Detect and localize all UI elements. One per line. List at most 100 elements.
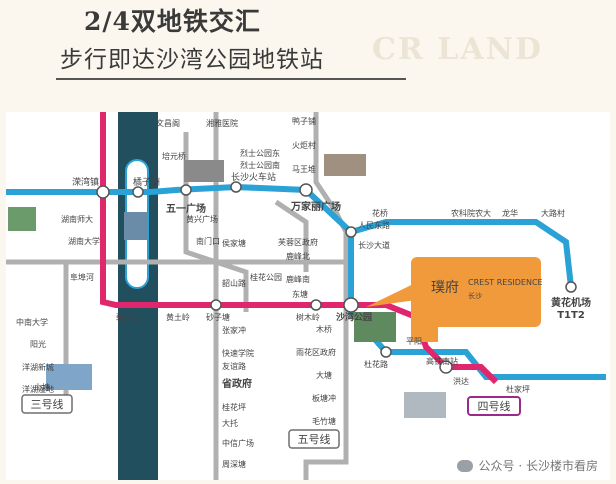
label-lufengnan: 鹿峰南 — [286, 274, 310, 284]
station-marker-yingwanzhen — [96, 185, 110, 199]
wanjiali-photo — [324, 154, 366, 176]
airport-terminal: T1T2 — [557, 310, 585, 321]
title-underline — [56, 78, 406, 80]
station-marker-juzizhou — [132, 186, 144, 198]
wechat-icon — [456, 459, 473, 472]
label-lieshidong: 烈士公园东 — [240, 148, 280, 158]
page-subtitle: 步行即达沙湾公园地铁站 — [60, 47, 324, 73]
label-huangtuling: 黄土岭 — [166, 312, 190, 322]
station-marker-duhualu — [380, 346, 392, 358]
label-datuo: 大托 — [222, 418, 238, 428]
label-kuaisu: 快速学院 — [222, 348, 254, 358]
label-fubuhe: 阜埠河 — [70, 272, 94, 282]
metro-map: 三号线 五号线 四号线 璞府 CREST RESIDENCE 长沙 黄花机场 T… — [6, 112, 610, 480]
label-zhangjiachong: 张家冲 — [222, 325, 246, 335]
footer: 公众号 · 长沙楼市看房 — [456, 457, 598, 474]
label-huojucun: 火炬村 — [292, 140, 316, 150]
label-dongtang: 东塘 — [292, 289, 308, 299]
label-huangxing: 黄兴广场 — [186, 214, 218, 224]
label-shawan: 沙湾公园 — [336, 311, 372, 323]
label-dujiaping: 杜家坪 — [506, 384, 530, 394]
label-yuhuaqu: 雨花区政府 — [296, 347, 336, 357]
shawan-photo — [354, 312, 396, 342]
label-duhualu: 杜花路 — [364, 359, 388, 369]
label-yanghuxincheng: 洋湖新城 — [22, 362, 54, 372]
label-hunanshida: 湖南师大 — [61, 214, 93, 224]
juzizhou-photo — [124, 212, 148, 240]
crest-callout: 璞府 CREST RESIDENCE 长沙 — [366, 257, 543, 342]
label-xiangya: 湘雅医院 — [206, 118, 238, 128]
label-datang: 大塘 — [316, 370, 332, 380]
label-dalucun: 大路村 — [541, 208, 565, 218]
label-youyilu: 友谊路 — [222, 361, 246, 371]
line4-badge: 四号线 — [467, 396, 521, 416]
svg-text:四号线: 四号线 — [478, 399, 511, 413]
label-maozhutang: 毛竹塘 — [312, 416, 336, 426]
line5-badge: 五号线 — [288, 429, 340, 449]
label-gaotie: 高铁南站 — [426, 356, 458, 366]
svg-text:五号线: 五号线 — [298, 432, 331, 446]
station-marker-renmin — [345, 226, 357, 238]
page-title: 2/4双地铁交汇 — [84, 7, 261, 36]
label-yangguang: 阳光 — [30, 339, 46, 349]
label-lieshinan: 烈士公园南 — [240, 160, 280, 170]
yanghu-photo — [46, 364, 92, 390]
label-bantang: 板塘冲 — [312, 393, 336, 403]
callout-logo: 璞府 — [431, 280, 459, 296]
line2-east — [350, 219, 574, 288]
label-lufengbei: 鹿峰北 — [286, 251, 310, 261]
callout-city: 长沙 — [468, 291, 482, 300]
station-marker-airport — [565, 281, 577, 293]
label-juzizhou: 橘子洲 — [133, 177, 160, 188]
station-marker-shumuling — [310, 299, 322, 311]
gaotie-photo — [404, 392, 446, 418]
label-shengzhengfu: 省政府 — [221, 377, 252, 390]
label-yingwanzhen: 溁湾镇 — [72, 176, 99, 188]
grey-line-d — [274, 199, 309, 272]
footer-text: 公众号 · 长沙楼市看房 — [478, 459, 598, 473]
label-huaqiao: 花桥 — [372, 208, 388, 218]
label-furongqu: 芙蓉区政府 — [278, 237, 318, 247]
label-peiyuanqiao: 培元桥 — [162, 151, 186, 161]
label-yazipu: 鸭子铺 — [292, 116, 316, 126]
label-zhoushentang: 周深塘 — [222, 459, 246, 469]
label-shumuling: 树木岭 — [296, 312, 320, 322]
label-wenchangge: 文昌阁 — [156, 118, 180, 128]
label-shazitang: 砂子塘 — [206, 312, 230, 322]
label-hongda: 洪达 — [453, 376, 469, 386]
label-wanjiali: 万家丽广场 — [290, 200, 341, 213]
brand-watermark: CR LAND — [372, 32, 544, 67]
ifs-photo — [184, 160, 224, 182]
label-guihuaping: 桂花坪 — [222, 402, 246, 412]
station-marker-wanjiali — [299, 183, 313, 197]
yuelu-photo — [8, 207, 36, 231]
header: 2/4双地铁交汇 步行即达沙湾公园地铁站 CR LAND — [0, 0, 616, 108]
label-nongke: 农科院农大 — [451, 208, 491, 218]
label-yanghushidi: 洋湖湿地 — [22, 384, 54, 394]
label-renmin: 人民东路 — [358, 220, 390, 230]
airport-name: 黄花机场 — [551, 296, 591, 309]
label-hcz: 长沙火车站 — [231, 171, 276, 183]
label-guihuagongyuan: 桂花公园 — [250, 272, 282, 282]
label-muqiao: 木桥 — [316, 324, 332, 334]
label-wuyi: 五一广场 — [166, 202, 206, 215]
line3-badge: 三号线 — [21, 394, 73, 414]
label-changshadadao: 长沙大道 — [358, 240, 390, 250]
label-bishahu: 碧沙湖 — [116, 312, 140, 322]
station-marker-gaotie — [439, 360, 453, 374]
label-zhongnan: 中南大学 — [16, 317, 48, 327]
metro-map-svg: 三号线 五号线 四号线 璞府 CREST RESIDENCE 长沙 黄花机场 T… — [6, 112, 606, 480]
label-mawangdui: 马王堆 — [292, 164, 316, 174]
label-longhua: 龙华 — [502, 208, 518, 218]
label-hunanda: 湖南大学 — [68, 236, 100, 246]
station-marker-shawan — [343, 297, 359, 313]
label-houjiatang: 侯家塘 — [222, 238, 246, 248]
station-markers — [96, 181, 577, 374]
label-pingyang: 平阳 — [406, 337, 422, 346]
label-zhongxin: 中信广场 — [222, 438, 254, 448]
label-shaoshanlu: 韶山路 — [222, 278, 246, 288]
station-marker-shazitang — [210, 299, 222, 311]
label-shantang: 山塘 — [34, 382, 50, 392]
svg-text:三号线: 三号线 — [31, 397, 64, 411]
station-marker-wuyi — [180, 184, 192, 196]
